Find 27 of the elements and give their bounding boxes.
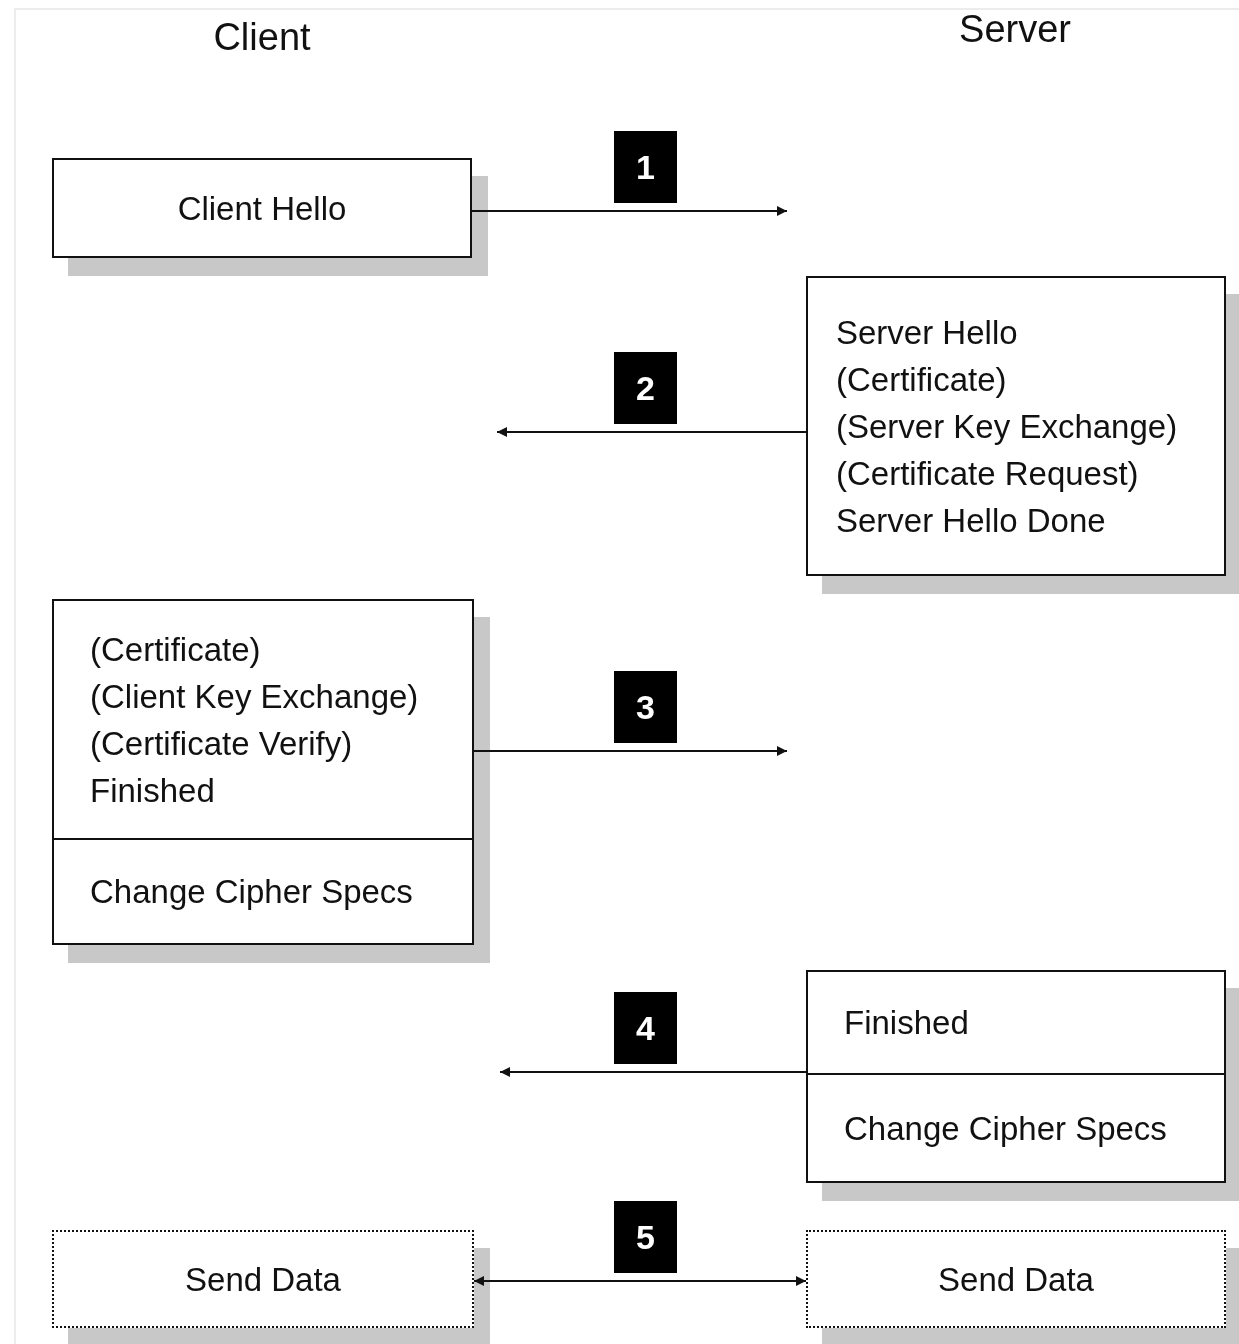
message-text: (Server Key Exchange) [836, 406, 1178, 447]
arrow [473, 1276, 807, 1286]
message-text: Server Hello [836, 312, 1018, 353]
message-text: Finished [844, 1003, 969, 1043]
message-text: Change Cipher Specs [844, 1108, 1167, 1149]
message-text: Finished [90, 770, 215, 811]
arrow [499, 1067, 807, 1077]
message-text: Server Hello Done [836, 500, 1106, 541]
message-text: (Certificate) [90, 629, 261, 670]
column-heading: Server [958, 8, 1072, 51]
step-number: 1 [614, 131, 677, 203]
message-text: (Client Key Exchange) [90, 676, 419, 717]
message-text: Send Data [938, 1259, 1094, 1300]
message-text: (Certificate Verify) [90, 723, 353, 764]
column-heading: Client [212, 16, 312, 59]
arrow [473, 746, 788, 756]
arrow [471, 206, 788, 216]
message-text: (Certificate Request) [836, 453, 1139, 494]
message-text: (Certificate) [836, 359, 1007, 400]
step-number: 4 [614, 992, 677, 1064]
arrow [496, 427, 807, 437]
step-number: 2 [614, 352, 677, 424]
message-text: Client Hello [177, 188, 347, 229]
message-text: Send Data [185, 1259, 341, 1300]
step-number: 3 [614, 671, 677, 743]
step-number: 5 [614, 1201, 677, 1273]
message-text: Change Cipher Specs [90, 872, 413, 912]
